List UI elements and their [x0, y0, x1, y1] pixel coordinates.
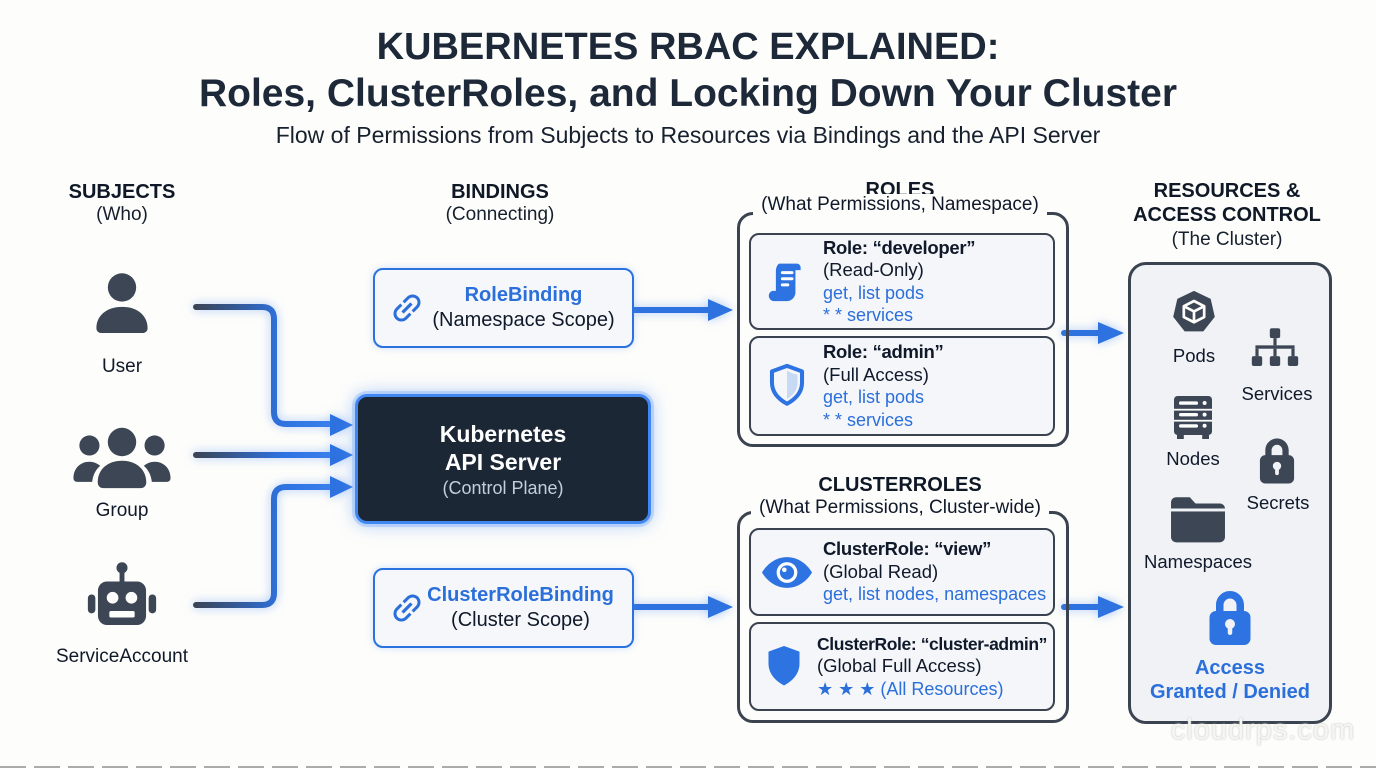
resources-column-title-line2: ACCESS CONTROL	[1133, 204, 1321, 226]
chain-link-icon	[388, 289, 426, 332]
bindings-column-subtitle: (Connecting)	[445, 204, 555, 225]
subject-serviceaccount-label: ServiceAccount	[55, 646, 188, 667]
api-server-subtitle: (Control Plane)	[442, 477, 564, 498]
rolebinding-scope: (Namespace Scope)	[432, 309, 615, 331]
resource-nodes-label: Nodes	[1166, 448, 1220, 469]
clusterrolebinding-scope: (Cluster Scope)	[451, 609, 590, 631]
clusterroles-column-title: CLUSTERROLES	[818, 474, 982, 496]
role-access: (Full Access)	[823, 363, 929, 385]
subjects-column-title: SUBJECTS	[68, 181, 176, 203]
nodes-icon	[1171, 393, 1215, 446]
scroll-icon	[751, 259, 823, 305]
access-status-line1: Access	[1194, 657, 1266, 679]
access-lock-icon	[1205, 587, 1255, 654]
clusterrole-verbs: ★ ★ ★ (All Resources)	[817, 678, 1004, 699]
clusterroles-group-label: (What Permissions, Cluster-wide)	[707, 497, 1093, 519]
namespaces-folder-icon	[1168, 495, 1228, 548]
resource-namespaces-label: Namespaces	[1144, 551, 1252, 572]
services-icon	[1248, 328, 1302, 374]
bindings-column-title: BINDINGS	[451, 181, 549, 203]
user-icon	[85, 266, 159, 349]
subjects-column-subtitle: (Who)	[96, 204, 148, 225]
roles-group-label: (What Permissions, Namespace)	[717, 194, 1083, 216]
resources-column-subtitle: (The Cluster)	[1171, 229, 1283, 250]
role-name: Role: “admin”	[823, 341, 944, 362]
rolebinding-title: RoleBinding	[464, 284, 583, 306]
role-access: (Read-Only)	[823, 259, 924, 280]
role-developer-card: Role: “developer” (Read-Only) get, list …	[749, 233, 1055, 330]
subject-user-label: User	[101, 356, 143, 377]
subject-group-label: Group	[95, 500, 149, 521]
role-verbs: * * services	[823, 409, 914, 430]
resources-column-title-line1: RESOURCES &	[1153, 180, 1301, 202]
clusterrole-name: ClusterRole: “cluster-admin”	[817, 633, 1047, 654]
role-verbs: get, list pods	[823, 387, 925, 407]
clusterrole-cluster-admin-card: ClusterRole: “cluster-admin” (Global Ful…	[749, 622, 1055, 711]
shield-outline-icon	[751, 362, 823, 410]
clusterrolebinding-box: ClusterRoleBinding (Cluster Scope)	[373, 568, 634, 648]
clusterrolebinding-title: ClusterRoleBinding	[427, 584, 614, 606]
robot-icon	[83, 560, 161, 645]
api-server-line2: API Server	[444, 448, 562, 475]
clusterrole-verbs: get, list nodes, namespaces	[823, 584, 1047, 605]
pods-icon	[1168, 288, 1220, 345]
main-title-line2: Roles, ClusterRoles, and Locking Down Yo…	[198, 72, 1178, 115]
role-name: Role: “developer”	[823, 236, 976, 258]
role-verbs: * * services	[823, 305, 914, 325]
role-admin-card: Role: “admin” (Full Access) get, list po…	[749, 336, 1055, 436]
shield-filled-icon	[751, 643, 817, 691]
resource-services-label: Services	[1241, 383, 1313, 404]
clusterrole-access: (Global Full Access)	[817, 655, 982, 677]
eye-icon	[751, 556, 823, 589]
bottom-edge-artifact	[0, 766, 1376, 768]
api-server-box: Kubernetes API Server (Control Plane)	[355, 394, 651, 524]
secrets-lock-icon	[1256, 436, 1298, 491]
clusterrole-name: ClusterRole: “view”	[823, 538, 992, 560]
chain-link-icon	[388, 589, 426, 632]
clusterrole-view-card: ClusterRole: “view” (Global Read) get, l…	[749, 528, 1055, 616]
watermark: cloudrps.com	[1170, 714, 1356, 746]
diagram-subtitle: Flow of Permissions from Subjects to Res…	[275, 122, 1101, 148]
main-title-line1: KUBERNETES RBAC EXPLAINED:	[376, 26, 1000, 68]
role-verbs: get, list pods	[823, 282, 925, 303]
access-status-line2: Granted / Denied	[1149, 681, 1311, 703]
group-icon	[70, 426, 174, 497]
resource-pods-label: Pods	[1172, 345, 1216, 366]
resource-secrets-label: Secrets	[1246, 492, 1310, 513]
rolebinding-box: RoleBinding (Namespace Scope)	[373, 268, 634, 348]
clusterrole-access: (Global Read)	[823, 560, 939, 582]
api-server-line1: Kubernetes	[439, 420, 567, 447]
resources-panel: Pods Services	[1128, 262, 1332, 724]
